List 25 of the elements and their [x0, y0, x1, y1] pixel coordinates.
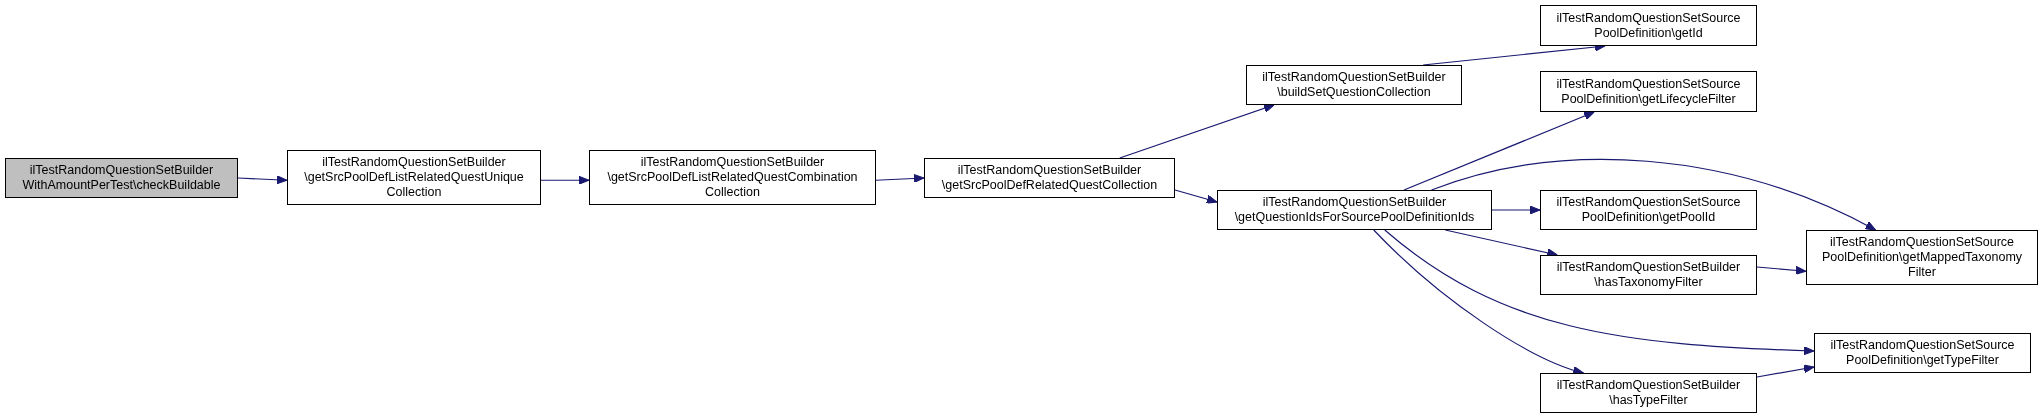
arrow [1373, 229, 1584, 375]
arrow [1430, 158, 1877, 231]
function-box: ilTestRandomQuestionSetSource PoolDefinition\getMappedTaxonomy Filter [1806, 230, 2038, 285]
function-box: ilTestRandomQuestionSetSource PoolDefinition\getPoolId [1540, 190, 1757, 230]
function-box: ilTestRandomQuestionSetBuilder WithAmountPerTest\checkBuildable [5, 158, 238, 198]
function-box: ilTestRandomQuestionSetBuilder \getSrcPoolDefListRelatedQuestUnique Collection [287, 150, 541, 205]
arrow [1174, 189, 1218, 204]
arrow [1384, 229, 1815, 356]
arrow [875, 173, 925, 183]
function-box: ilTestRandomQuestionSetBuilder \getQuestionIdsForSourcePoolDefinitionIds [1217, 190, 1492, 230]
arrow [1119, 103, 1275, 159]
arrow [1756, 364, 1815, 378]
function-box: ilTestRandomQuestionSetBuilder \getSrcPoolDefListRelatedQuestCombination Collection [589, 150, 876, 205]
function-box: ilTestRandomQuestionSetSource PoolDefinition\getId [1540, 5, 1757, 46]
function-box: ilTestRandomQuestionSetBuilder \buildSetQuestionCollection [1246, 65, 1462, 105]
arrow [1491, 205, 1541, 215]
function-box: ilTestRandomQuestionSetBuilder \hasTypeFilter [1540, 373, 1757, 413]
function-box: ilTestRandomQuestionSetSource PoolDefinition\getLifecycleFilter [1540, 71, 1757, 112]
arrow [1403, 111, 1595, 191]
function-box: ilTestRandomQuestionSetBuilder \hasTaxonomyFilter [1540, 255, 1757, 295]
arrow [237, 175, 288, 185]
function-box: ilTestRandomQuestionSetBuilder \getSrcPoolDefRelatedQuestCollection [924, 158, 1175, 198]
arrow [1756, 265, 1807, 275]
arrow [540, 175, 590, 185]
function-box: ilTestRandomQuestionSetSource PoolDefinition\getTypeFilter [1814, 333, 2031, 373]
